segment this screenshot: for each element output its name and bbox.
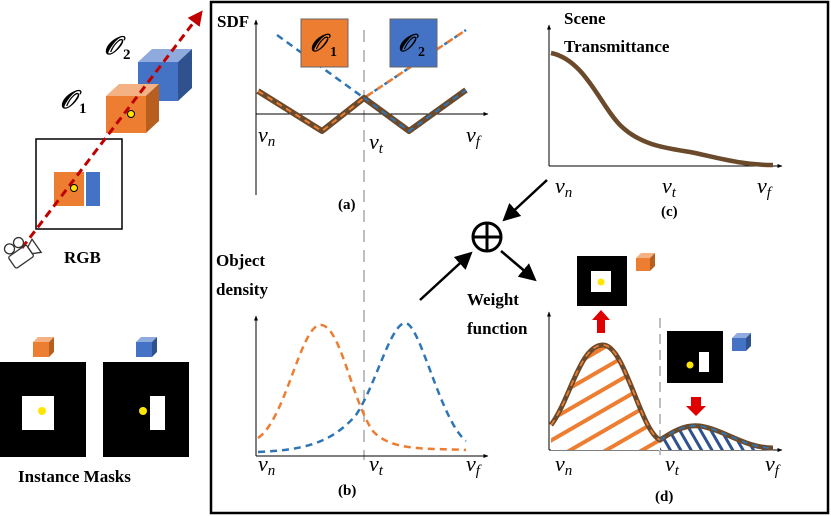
ray-sample-point xyxy=(70,184,78,192)
camera-ray xyxy=(20,10,203,249)
combination-operator xyxy=(419,179,548,301)
panel-b-title-line2: density xyxy=(216,280,268,299)
left-scene: 𝒪 2 𝒪 1 RGB xyxy=(0,10,203,486)
panel-a-tick-vf: vf xyxy=(466,122,482,150)
up-arrow-icon xyxy=(592,310,610,333)
object2-subscript: 2 xyxy=(123,47,131,63)
panel-c-title-line1: Scene xyxy=(564,9,606,28)
main-panel-frame xyxy=(209,0,830,515)
panel-d-tick-vt: vt xyxy=(665,451,680,479)
ray-object-point xyxy=(127,110,135,118)
mask2-cube-icon xyxy=(136,337,157,357)
panel-a-tick-vn: vn xyxy=(258,122,275,150)
panel-c-tick-vf: vf xyxy=(757,173,773,201)
panel-a-sdf: SDF 𝒪 1 𝒪 2 vn vt vf (a) xyxy=(217,12,489,213)
rgb-object1-patch xyxy=(54,172,84,206)
svg-text:2: 2 xyxy=(418,45,425,60)
legend-object1: 𝒪 1 xyxy=(300,18,349,68)
panel-a-caption: (a) xyxy=(338,197,356,213)
transmittance-curve xyxy=(550,50,774,168)
down-arrow-icon xyxy=(686,397,706,416)
panel-b-tick-vf: vf xyxy=(466,451,482,479)
density-object2-curve xyxy=(257,321,467,454)
panel-d-tick-vf: vf xyxy=(765,451,781,479)
weight-mask2-cube-icon xyxy=(732,333,751,351)
panel-b-tick-vn: vn xyxy=(258,451,275,479)
rgb-label: RGB xyxy=(64,248,101,267)
mask2-marker xyxy=(139,407,147,415)
legend-object2: 𝒪 2 xyxy=(389,18,438,68)
panel-d-tick-vn: vn xyxy=(555,451,572,479)
weight-mask1-cube-icon xyxy=(636,253,655,271)
object1-cube xyxy=(106,84,159,133)
panel-c-transmittance: Scene Transmittance vn vt vf (c) xyxy=(547,9,783,220)
panel-c-caption: (c) xyxy=(661,204,678,220)
weight-mask-object2 xyxy=(667,331,723,383)
instance-masks-label: Instance Masks xyxy=(18,467,131,486)
panel-c-tick-vt: vt xyxy=(662,173,677,201)
panel-d-caption: (d) xyxy=(655,489,673,505)
mask1-marker xyxy=(38,407,46,415)
rgb-object2-patch xyxy=(86,172,100,206)
svg-text:1: 1 xyxy=(330,45,337,60)
panel-d-title-line1: Weight xyxy=(467,290,519,309)
mask1-cube-icon xyxy=(33,337,54,357)
camera-icon xyxy=(3,236,43,269)
panel-c-title-line2: Transmittance xyxy=(564,37,670,56)
density-object1-curve xyxy=(257,323,467,452)
panel-b-title-line1: Object xyxy=(216,251,265,270)
weight-mask-object1 xyxy=(577,256,627,306)
panel-a-tick-vt: vt xyxy=(369,129,384,157)
panel-d-title-line2: function xyxy=(467,319,528,338)
panel-c-tick-vn: vn xyxy=(555,173,572,201)
panel-b-tick-vt: vt xyxy=(369,451,384,479)
panel-b-caption: (b) xyxy=(338,483,356,499)
panel-b-density: Object density vn vt vf (b) xyxy=(216,251,489,499)
arrow-c-to-operator xyxy=(502,179,548,222)
panel-d-weight: Weight function xyxy=(467,253,783,505)
arrow-b-to-operator xyxy=(419,251,473,301)
object1-subscript: 1 xyxy=(79,101,87,117)
panel-a-title: SDF xyxy=(217,12,249,31)
arrow-operator-to-d xyxy=(500,250,537,282)
